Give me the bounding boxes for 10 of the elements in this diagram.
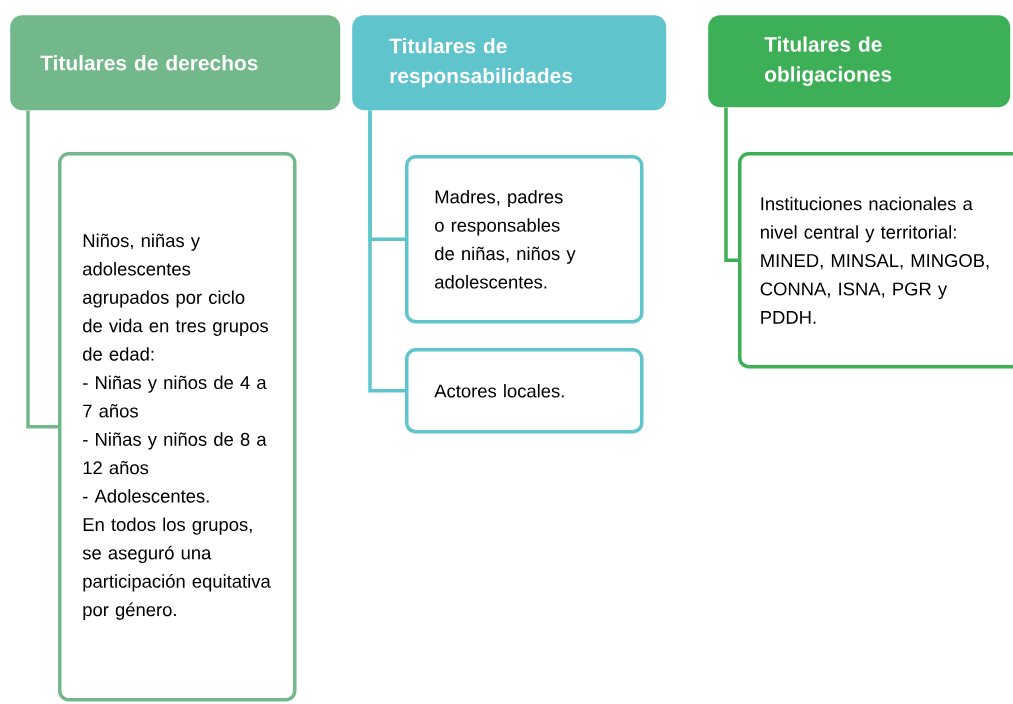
text-box: Actores locales. (405, 348, 644, 434)
header-box: Titulares de obligaciones (708, 15, 1011, 108)
header-box: Titulares de derechos (10, 15, 341, 111)
text-box: Instituciones nacionales a nivel central y territorial: MINED, MINSAL, MINGOB, CONNA, ISNA, PGR y PDDH. (738, 152, 1013, 369)
connector-line (724, 107, 738, 262)
header-box: Titulares de responsabilidades (352, 15, 667, 111)
connector-line (26, 110, 58, 429)
connector-line (368, 110, 405, 393)
text-box: Niños, niñas y adolescentes agrupados por ciclo de vida en tres grupos de edad: - Niñas y niños de 4 a 7 años - Niñas y niños de 8 a 12 años - Adolescentes. En todos los grupos, se aseguró una participación equitativa por género. (58, 152, 297, 702)
text-box: Madres, padres o responsables de niñas, niños y adolescentes. (405, 155, 644, 324)
